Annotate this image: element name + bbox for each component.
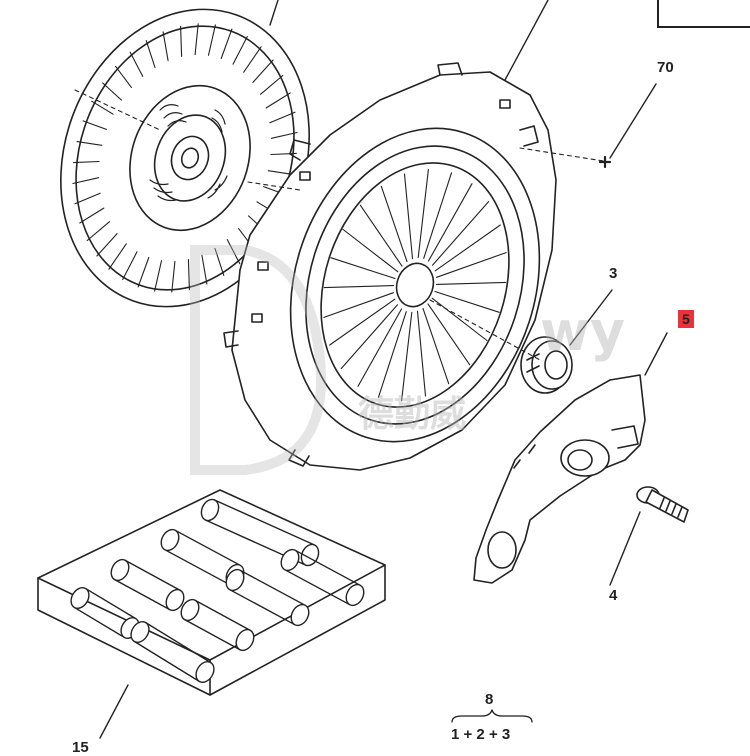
diaphragm-finger xyxy=(422,307,450,385)
disc-groove xyxy=(207,24,216,56)
disc-groove xyxy=(72,177,100,185)
diaphragm-finger xyxy=(434,290,500,313)
label-part-5: 5 xyxy=(678,310,694,328)
disc-groove xyxy=(102,82,123,101)
watermark-logo xyxy=(190,245,326,475)
leader-lines xyxy=(74,0,668,739)
diaphragm-finger xyxy=(329,298,396,346)
clutch-disc xyxy=(60,8,310,308)
disc-groove xyxy=(86,221,111,242)
disc-groove xyxy=(201,254,208,285)
watermark-cjk: 德勤威 xyxy=(358,394,467,435)
disc-groove xyxy=(154,260,163,292)
disc-groove xyxy=(122,251,138,281)
diaphragm-finger xyxy=(323,292,394,318)
diaphragm-finger xyxy=(416,310,427,397)
spare-parts-box xyxy=(37,489,386,696)
disc-groove xyxy=(269,111,296,124)
disc-groove xyxy=(270,131,298,139)
pivot-bolt xyxy=(636,486,689,523)
disc-groove xyxy=(270,152,297,156)
watermark-latin: wy xyxy=(540,300,626,363)
spare-pin xyxy=(130,621,215,683)
disc-groove xyxy=(259,74,284,95)
disc-groove xyxy=(220,28,233,60)
label-formula: 1 + 2 + 3 xyxy=(451,726,511,743)
disc-groove xyxy=(171,260,176,293)
diaphragm-finger xyxy=(431,297,488,342)
disc-groove xyxy=(137,256,150,288)
diaphragm-finger xyxy=(435,281,507,285)
diaphragm-finger xyxy=(340,304,399,370)
disc-groove xyxy=(79,207,105,224)
disc-groove xyxy=(214,247,225,276)
disc-groove xyxy=(187,259,190,291)
diaphragm-finger xyxy=(359,204,403,267)
disc-groove xyxy=(226,239,241,265)
disc-groove xyxy=(232,35,248,65)
disc-groove xyxy=(91,100,114,115)
corner-frame xyxy=(657,0,750,28)
diaphragm-finger xyxy=(380,185,408,263)
disc-groove xyxy=(243,46,262,73)
disc-groove xyxy=(267,170,294,175)
label-part-4: 4 xyxy=(609,587,618,604)
disc-groove xyxy=(115,65,132,88)
label-part-15: 15 xyxy=(72,739,89,756)
diaphragm-finger xyxy=(434,224,501,272)
diaphragm-finger xyxy=(427,183,473,262)
label-part-8: 8 xyxy=(485,691,494,708)
diaphragm-finger xyxy=(403,173,414,260)
diaphragm-finger xyxy=(323,285,395,289)
disc-groove xyxy=(265,92,291,109)
spare-pin xyxy=(280,548,365,607)
diaphragm-finger xyxy=(427,303,471,366)
disc-groove xyxy=(162,31,169,62)
disc-groove xyxy=(194,23,199,56)
spare-pin xyxy=(180,598,255,652)
spare-pin xyxy=(110,558,185,612)
diaphragm-finger xyxy=(431,200,490,266)
disc-groove xyxy=(252,59,274,83)
formula-brace xyxy=(451,709,533,723)
label-part-70: 70 xyxy=(657,59,674,76)
diaphragm-finger xyxy=(342,228,399,273)
disc-groove xyxy=(74,192,101,205)
release-fork xyxy=(473,374,646,584)
disc-groove xyxy=(180,25,183,57)
disc-groove xyxy=(73,160,100,164)
label-part-3: 3 xyxy=(609,265,618,282)
disc-groove xyxy=(96,233,118,257)
pressure-plate xyxy=(223,62,557,471)
diaphragm-finger xyxy=(423,172,453,259)
diaphragm-finger xyxy=(357,308,403,387)
diaphragm-finger xyxy=(330,257,396,280)
diaphragm-finger xyxy=(401,311,413,402)
release-bearing xyxy=(520,336,573,394)
diaphragm-finger xyxy=(417,168,429,259)
disc-groove xyxy=(145,40,156,69)
diaphragm-finger xyxy=(377,311,407,398)
diaphragm-finger xyxy=(436,252,507,278)
spare-pin xyxy=(225,568,310,627)
disc-groove xyxy=(76,141,103,146)
disc-groove xyxy=(82,120,107,130)
disc-groove xyxy=(129,51,144,77)
disc-groove xyxy=(108,243,127,270)
